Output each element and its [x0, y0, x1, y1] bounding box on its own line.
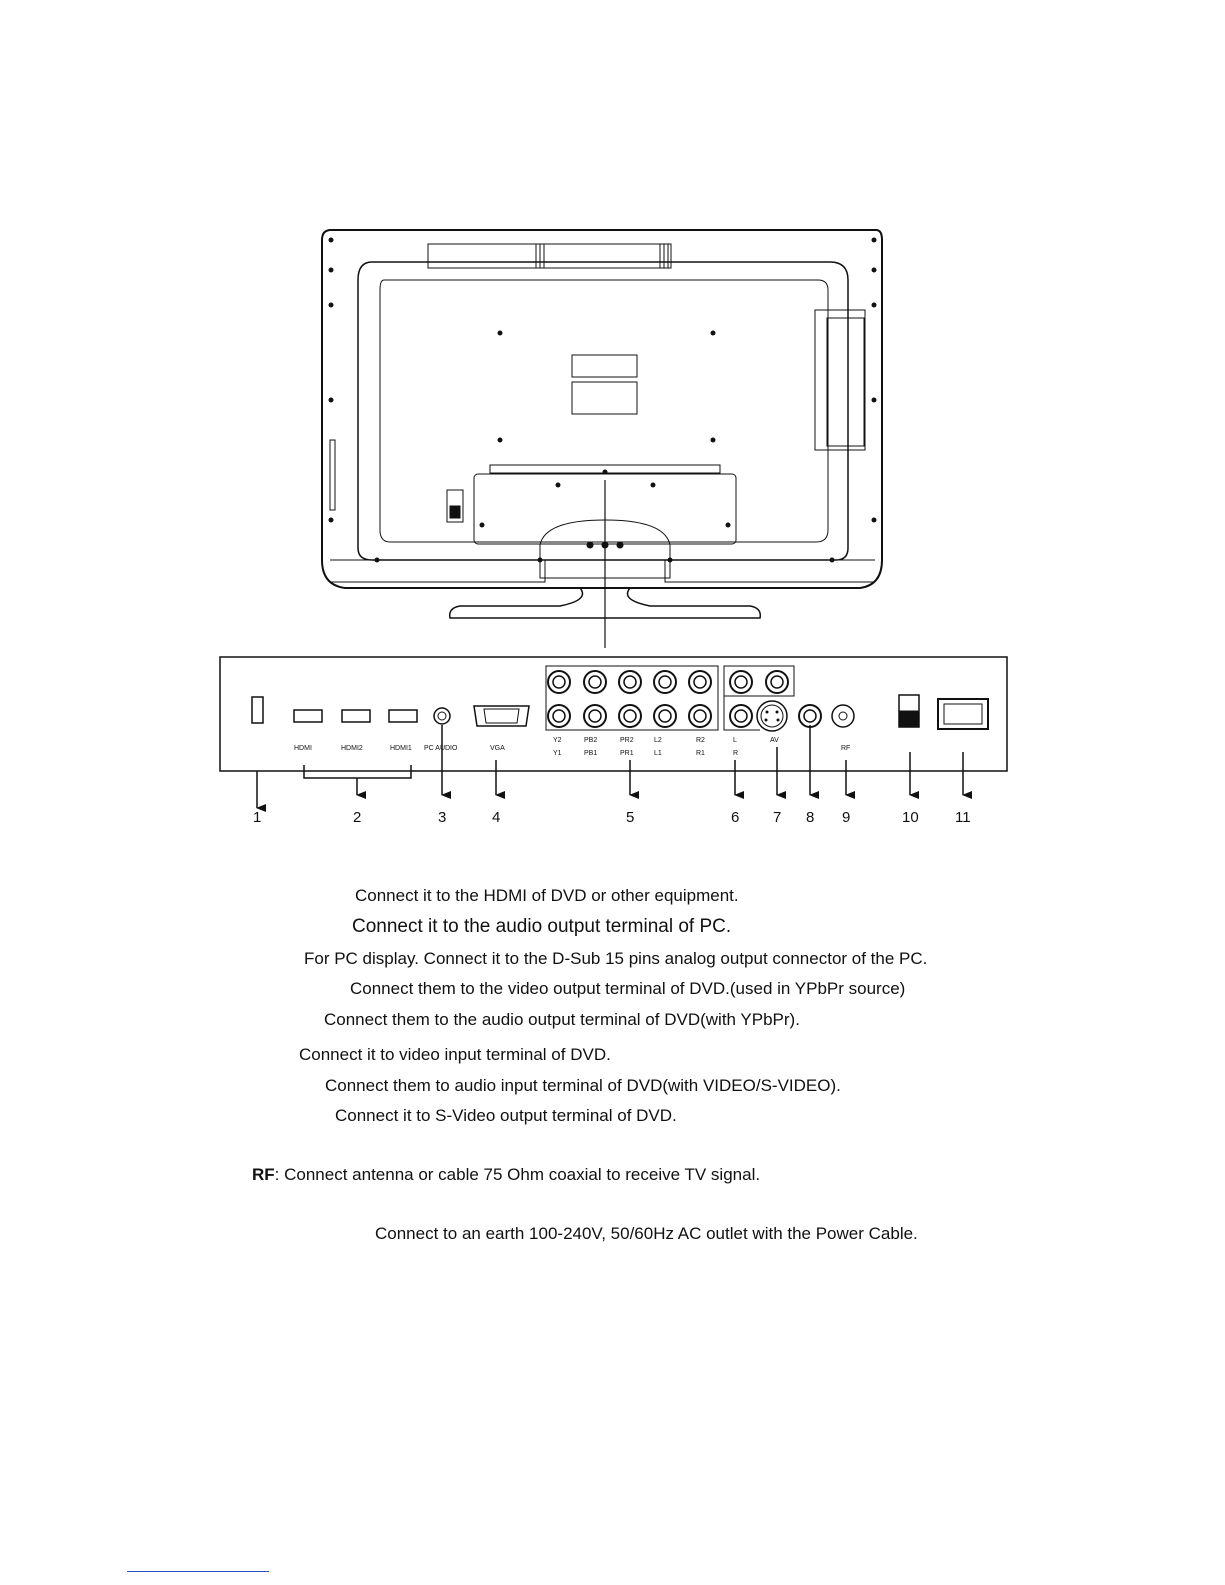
label-pb1: PB1	[584, 750, 597, 757]
callout-9: 9	[842, 809, 850, 826]
label-pr2: PR2	[620, 737, 634, 744]
rca-jack-ring	[734, 675, 748, 689]
screw-holes	[328, 237, 877, 563]
desc-power: Connect to an earth 100-240V, 50/60Hz AC…	[375, 1224, 918, 1243]
label-hdmi2: HDMI2	[341, 745, 363, 752]
callout-11: 11	[955, 809, 971, 826]
rca-jack-ring	[658, 709, 672, 723]
label-l: L	[733, 737, 737, 744]
rca-jack-ring	[658, 675, 672, 689]
desc-audio-in: Connect them to audio input terminal of …	[325, 1076, 841, 1095]
rca-jack-7	[583, 704, 607, 728]
callout-7: 7	[773, 809, 781, 826]
label-r: R	[733, 750, 738, 757]
rca-jack-ring	[552, 709, 566, 723]
rca-jack-6	[547, 704, 571, 728]
desc-ypbpr-video: Connect them to the video output termina…	[350, 979, 906, 998]
label-r1: R1	[696, 750, 705, 757]
label-av: AV	[770, 737, 779, 744]
callout-4: 4	[492, 809, 500, 826]
label-rf: RF	[841, 745, 850, 752]
desc-hdmi: Connect it to the HDMI of DVD or other e…	[355, 886, 739, 905]
rca-jack-1	[547, 670, 571, 694]
tv-back-illustration	[321, 229, 883, 648]
label-y2: Y2	[553, 737, 562, 744]
rca-jack-14	[798, 704, 822, 728]
rca-jack-ring	[770, 675, 784, 689]
rca-jack-ring	[623, 675, 637, 689]
callout-arrows	[256, 725, 972, 812]
rca-jack-8	[618, 704, 642, 728]
rca-jack-12	[765, 670, 789, 694]
label-pc-audio: PC AUDIO	[424, 745, 458, 752]
label-l2: L2	[654, 737, 662, 744]
callout-1: 1	[253, 809, 261, 826]
label-l1: L1	[654, 750, 662, 757]
label-vga: VGA	[490, 745, 505, 752]
label-hdmi1: HDMI1	[390, 745, 412, 752]
desc-vga: For PC display. Connect it to the D-Sub …	[304, 949, 928, 968]
svideo-pins	[764, 710, 780, 722]
label-r2: R2	[696, 737, 705, 744]
callout-numbers: 1 2 3 4 5 6 7 8 9 10 11	[253, 809, 971, 826]
callout-10: 10	[902, 809, 919, 826]
desc-video-in: Connect it to video input terminal of DV…	[299, 1045, 611, 1064]
rca-jack-ring	[803, 709, 817, 723]
rca-jack-10	[688, 704, 712, 728]
footer-link-underline[interactable]	[127, 1571, 269, 1572]
callout-5: 5	[626, 809, 634, 826]
label-pb2: PB2	[584, 737, 597, 744]
callout-6: 6	[731, 809, 739, 826]
rca-jack-ring	[588, 709, 602, 723]
label-pr1: PR1	[620, 750, 634, 757]
callout-3: 3	[438, 809, 446, 826]
callout-8: 8	[806, 809, 814, 826]
label-y1: Y1	[553, 750, 562, 757]
rf-text: : Connect antenna or cable 75 Ohm coaxia…	[274, 1165, 761, 1184]
desc-rf: RF: Connect antenna or cable 75 Ohm coax…	[252, 1165, 760, 1185]
rca-jack-ring	[588, 675, 602, 689]
rca-jack-ring	[693, 675, 707, 689]
label-hdmi: HDMI	[294, 745, 312, 752]
rca-jack-13	[729, 704, 753, 728]
desc-pc-audio: Connect it to the audio output terminal …	[352, 916, 732, 937]
rca-jack-11	[729, 670, 753, 694]
rf-label: RF	[252, 1165, 275, 1184]
rca-jack-9	[653, 704, 677, 728]
rca-jack-2	[583, 670, 607, 694]
tv-rear-diagram: HDMI HDMI2 HDMI1 PC AUDIO VGA Y2 Y1 PB2 …	[219, 229, 1008, 826]
rca-jack-ring	[693, 709, 707, 723]
desc-svideo: Connect it to S-Video output terminal of…	[335, 1106, 677, 1125]
connector-panel	[219, 656, 1008, 772]
rca-jack-ring	[552, 675, 566, 689]
rca-jack-ring	[734, 709, 748, 723]
callout-2: 2	[353, 809, 361, 826]
rca-jacks	[547, 670, 822, 728]
rca-jack-3	[618, 670, 642, 694]
rca-jack-ring	[623, 709, 637, 723]
rca-jack-4	[653, 670, 677, 694]
panel-labels: HDMI HDMI2 HDMI1 PC AUDIO VGA Y2 Y1 PB2 …	[294, 737, 850, 757]
connectors	[251, 665, 989, 732]
rca-jack-5	[688, 670, 712, 694]
desc-ypbpr-audio: Connect them to the audio output termina…	[324, 1010, 800, 1029]
